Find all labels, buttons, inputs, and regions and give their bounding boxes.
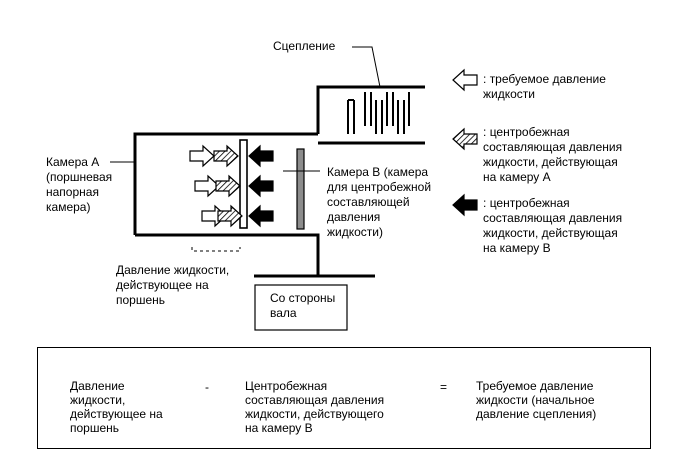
chamber-b-plate: [296, 148, 305, 230]
legend-centrifugal-b: : центробежная составляющая давления жид…: [483, 196, 623, 255]
centrifugal-b-icon: [248, 205, 274, 227]
shaft-label: Со стороны вала: [270, 291, 336, 320]
legend-required: : требуемое давление жидкости: [483, 72, 606, 101]
outline-arrow-left-icon: [452, 69, 478, 91]
piston: [239, 139, 248, 229]
centrifugal-a-icon: [213, 145, 239, 167]
legend-icons: [452, 69, 478, 216]
centrifugal-b-icon: [248, 145, 274, 167]
centrifugal-a-icon: [217, 205, 243, 227]
hatched-arrow-left-icon: [452, 128, 478, 150]
piston-pressure-label: Давление жидкости, действующее на поршен…: [116, 263, 230, 307]
chamber-a-label: Камера А (поршневая напорная камера): [46, 155, 113, 214]
required-pressure-icon: [194, 175, 220, 197]
solid-arrow-left-icon: [452, 194, 478, 216]
formula-result: Требуемое давление жидкости (начальное д…: [476, 379, 597, 421]
clutch-plates: [347, 92, 410, 134]
clutch-housing: [133, 85, 425, 278]
formula-equals: =: [440, 380, 448, 394]
chamber-b-label: Камера В (камера для центробежной состав…: [327, 165, 432, 239]
formula-term1: Давление жидкости, действующее на поршен…: [70, 379, 163, 435]
shaft-box: [254, 284, 348, 331]
centrifugal-a-icon: [215, 175, 241, 197]
legend-centrifugal-a: : центробежная составляющая давления жид…: [483, 125, 623, 184]
formula-box: [37, 347, 651, 449]
clutch-leader: [352, 46, 381, 88]
formula-term2: Центробежная составляющая давления жидко…: [245, 379, 385, 435]
formula-minus: -: [205, 380, 209, 394]
required-pressure-icon: [189, 145, 215, 167]
piston-pressure-bracket: [191, 247, 241, 252]
piston-arrows: [189, 145, 274, 227]
centrifugal-b-icon: [248, 175, 274, 197]
clutch-label: Сцепление: [273, 39, 336, 53]
